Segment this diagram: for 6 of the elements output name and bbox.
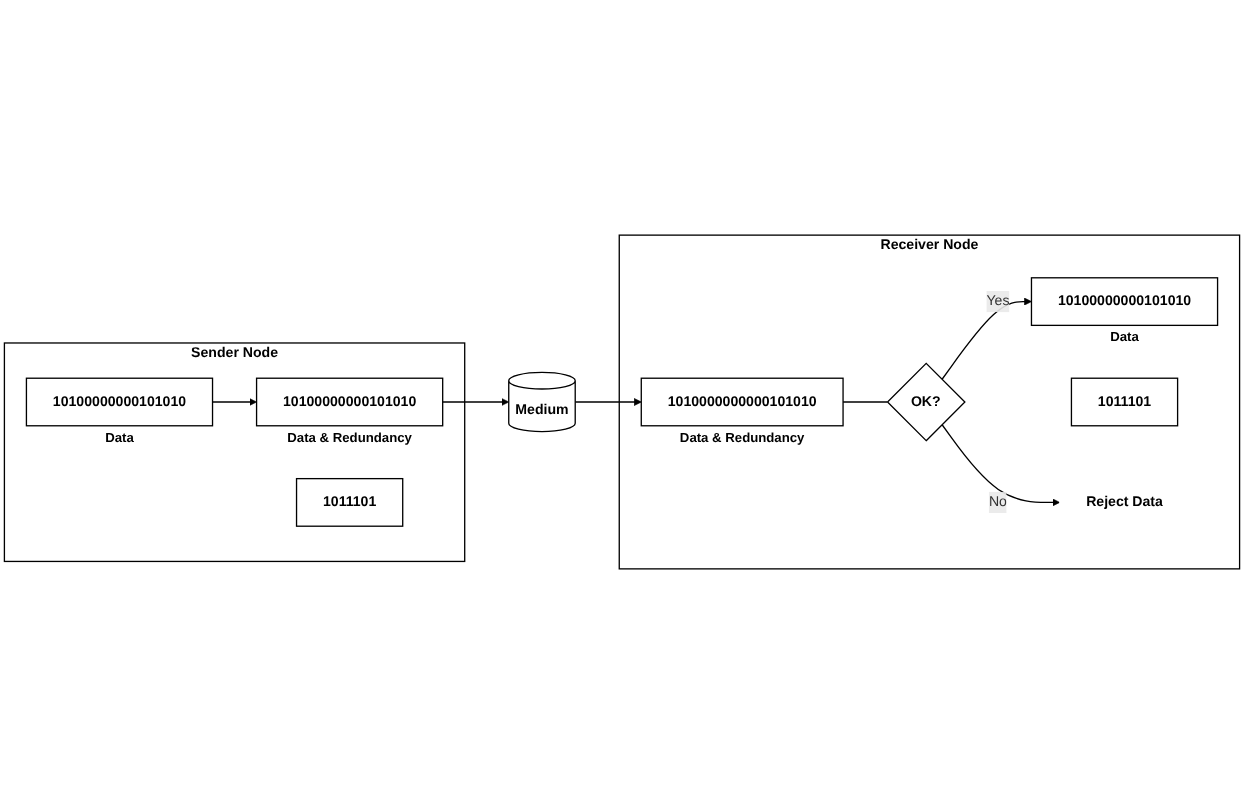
arrow: [941, 423, 1061, 507]
connector: [842, 401, 888, 403]
arrow: [574, 398, 642, 406]
arrow: [442, 398, 510, 406]
arrow: [941, 297, 1032, 381]
arrow: [211, 398, 257, 406]
